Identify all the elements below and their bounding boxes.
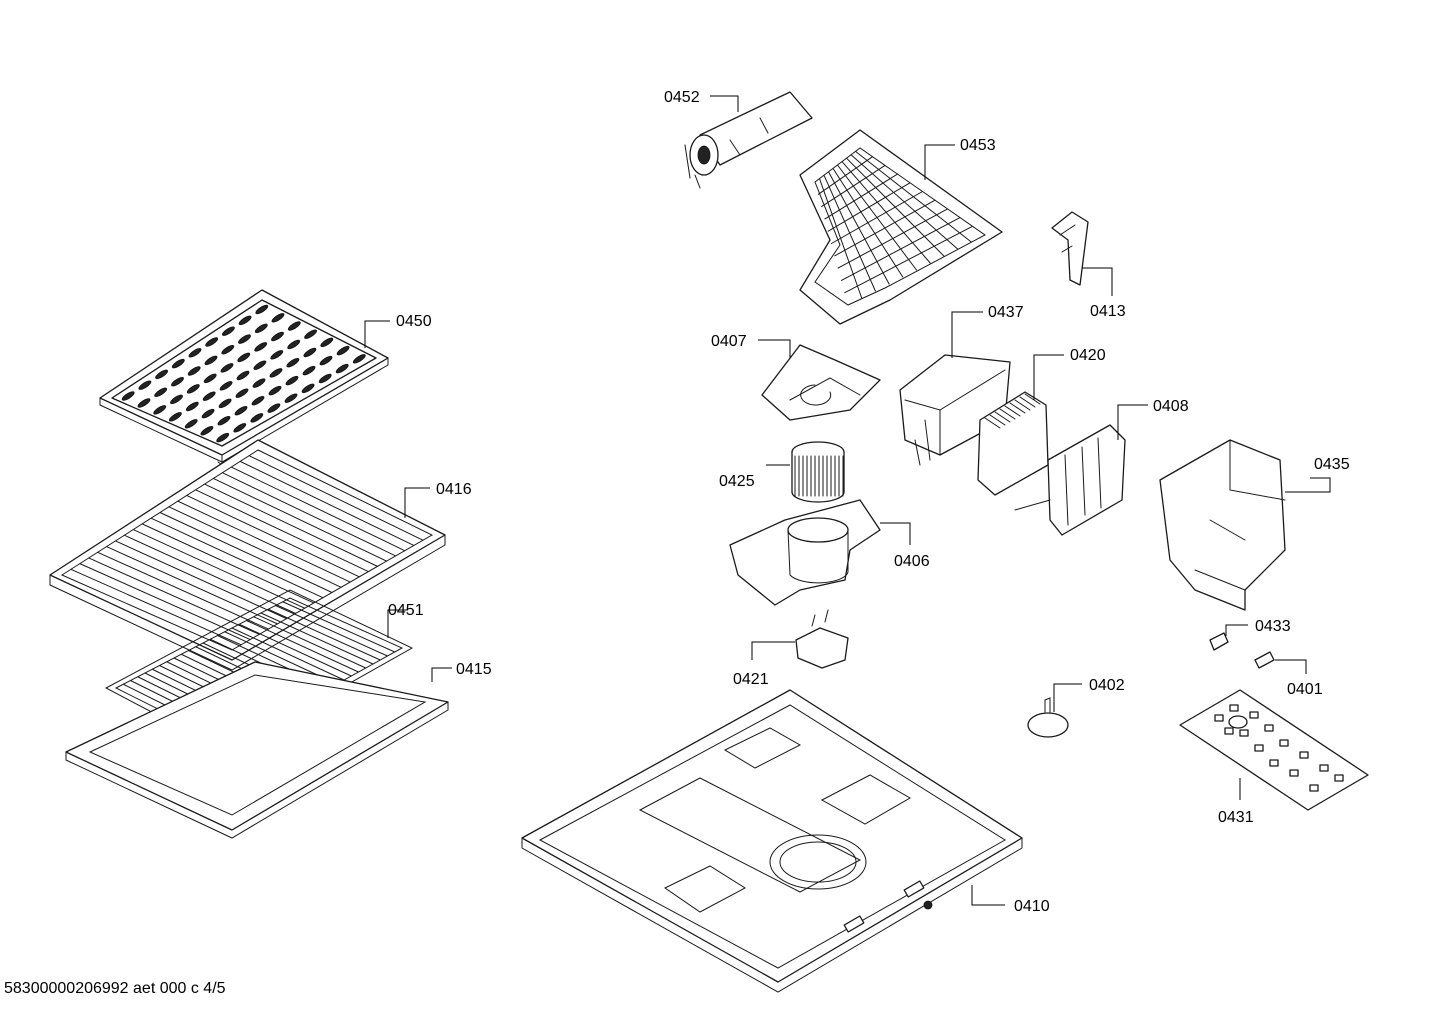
part-0425-fan-wheel xyxy=(791,441,845,503)
callout-0416: 0416 xyxy=(404,481,472,518)
label-0408: 0408 xyxy=(1153,398,1189,415)
callout-0415: 0415 xyxy=(431,661,492,682)
callout-0425: 0425 xyxy=(719,464,790,490)
callout-0413: 0413 xyxy=(1082,267,1126,320)
label-0425: 0425 xyxy=(719,473,755,490)
callout-0453: 0453 xyxy=(924,137,996,180)
label-0453: 0453 xyxy=(960,137,996,154)
label-0420: 0420 xyxy=(1070,347,1106,364)
label-0402: 0402 xyxy=(1089,677,1125,694)
part-0431-power-board xyxy=(1179,689,1369,811)
callout-0450: 0450 xyxy=(364,313,432,348)
part-0407-fan-shroud xyxy=(761,344,881,421)
part-0402-sensor xyxy=(1027,697,1069,738)
label-0401: 0401 xyxy=(1287,681,1323,698)
callout-0402: 0402 xyxy=(1053,677,1125,712)
label-0452: 0452 xyxy=(664,89,700,106)
callout-0401: 0401 xyxy=(1275,659,1323,698)
part-0410-base-plate xyxy=(521,689,1023,993)
label-0450: 0450 xyxy=(396,313,432,330)
part-0415-glass-tray xyxy=(65,661,449,839)
part-0408-module-frame xyxy=(1014,424,1126,536)
label-0406: 0406 xyxy=(894,553,930,570)
part-0453-duct-grid xyxy=(799,129,1003,325)
callout-0452: 0452 xyxy=(664,89,739,112)
label-0416: 0416 xyxy=(436,481,472,498)
label-0433: 0433 xyxy=(1255,618,1291,635)
part-0421-rotisserie-motor xyxy=(795,609,849,669)
callout-0435: 0435 xyxy=(1285,456,1350,493)
label-0415: 0415 xyxy=(456,661,492,678)
label-0410: 0410 xyxy=(1014,898,1050,915)
part-0406-fan-housing xyxy=(729,499,881,606)
callout-0433: 0433 xyxy=(1225,618,1291,636)
label-0421: 0421 xyxy=(733,671,769,688)
part-0435-air-duct xyxy=(1159,439,1286,611)
part-0416-wire-shelf xyxy=(49,439,446,671)
document-id: 58300000206992 aet 000 c 4/5 xyxy=(4,980,226,997)
part-0450-perforated-tray xyxy=(99,289,389,479)
callout-0407: 0407 xyxy=(711,333,791,358)
callout-0451: 0451 xyxy=(387,602,424,638)
part-0433-pin xyxy=(1209,632,1229,651)
part-0452-fan-motor xyxy=(684,91,813,189)
callout-0437: 0437 xyxy=(951,304,1024,358)
part-0401-pin xyxy=(1254,651,1275,669)
part-0413-bracket xyxy=(1051,211,1089,286)
callout-0408: 0408 xyxy=(1117,398,1189,440)
callout-0421: 0421 xyxy=(733,641,795,688)
callout-0410: 0410 xyxy=(971,885,1050,915)
label-0431: 0431 xyxy=(1218,809,1254,826)
label-0451: 0451 xyxy=(388,602,424,619)
label-0437: 0437 xyxy=(988,304,1024,321)
callout-0420: 0420 xyxy=(1033,347,1106,400)
callout-0406: 0406 xyxy=(880,522,930,570)
callout-0431: 0431 xyxy=(1218,778,1254,826)
label-0435: 0435 xyxy=(1314,456,1350,473)
label-0407: 0407 xyxy=(711,333,747,350)
label-0413: 0413 xyxy=(1090,303,1126,320)
